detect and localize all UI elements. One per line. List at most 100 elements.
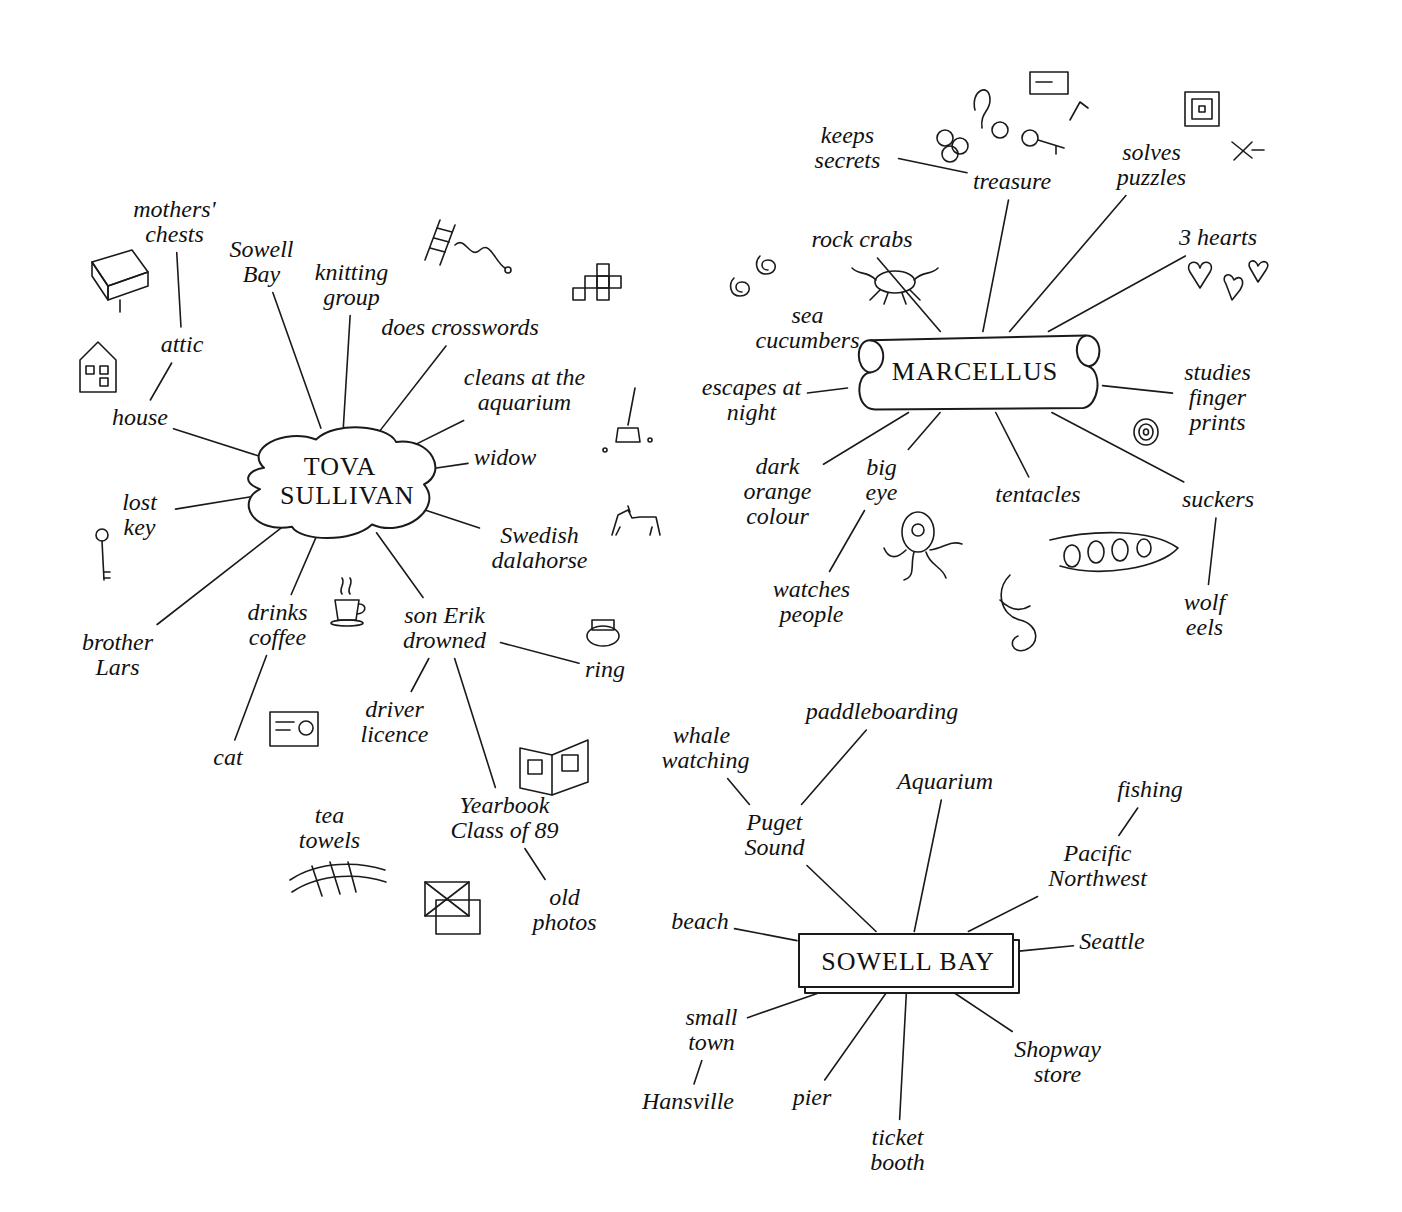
hearts-icon	[1189, 261, 1268, 300]
leader-line	[411, 659, 429, 692]
leader-line	[914, 800, 941, 932]
branch-label: beach	[671, 909, 730, 934]
key-icon	[96, 529, 110, 580]
node-shape	[248, 427, 435, 538]
leader-line	[900, 993, 907, 1120]
branch-label: knitting group	[297, 260, 407, 310]
leader-line	[968, 897, 1037, 932]
leader-line	[343, 316, 350, 427]
branch-label: wolf eels	[1175, 590, 1235, 640]
suckers-icon	[1050, 533, 1178, 572]
branch-label: Shopway store	[1013, 1037, 1103, 1087]
leader-line	[825, 993, 887, 1081]
house-icon	[80, 342, 116, 392]
leader-line	[291, 535, 317, 594]
leader-line	[501, 643, 580, 664]
branch-label: tea towels	[295, 803, 365, 853]
branch-label: whale watching	[662, 723, 742, 773]
branch-label: cat	[213, 745, 244, 770]
branch-label: lost key	[110, 490, 170, 540]
branch-label: rock crabs	[811, 227, 914, 252]
node-text: SOWELL BAY	[821, 948, 995, 977]
branch-label: ticket booth	[858, 1125, 938, 1175]
node-text: MARCELLUS	[892, 358, 1059, 387]
knitting-icon	[425, 220, 511, 273]
leader-line	[954, 993, 1013, 1032]
node-text: TOVA SULLIVAN	[280, 453, 400, 510]
treasure-icon	[937, 72, 1088, 162]
leader-line	[422, 509, 480, 528]
leader-line	[748, 993, 821, 1018]
leader-line	[176, 497, 250, 509]
leader-line	[728, 779, 750, 805]
branch-label: fishing	[1117, 777, 1184, 802]
leader-line	[807, 866, 876, 932]
sea-cucumber-icon	[731, 256, 776, 296]
leader-line	[379, 346, 446, 432]
leader-line	[1048, 256, 1185, 332]
octopus-eye-icon	[884, 512, 962, 580]
leader-line	[830, 511, 865, 572]
branch-label: pier	[792, 1085, 832, 1110]
dala-horse-icon	[612, 506, 660, 535]
node-shape	[870, 340, 883, 372]
branch-label: suckers	[1182, 487, 1255, 512]
leader-line	[273, 293, 321, 429]
coffee-cup-icon	[331, 578, 365, 626]
tentacle-curl-icon	[1000, 575, 1036, 651]
node-title: SOWELL BAY	[821, 948, 995, 977]
branch-label: treasure	[972, 169, 1052, 194]
frame-front	[799, 934, 1013, 987]
branch-label: sea cucumbers	[753, 303, 863, 353]
ring-icon	[587, 620, 619, 646]
branch-label: studies finger prints	[1178, 360, 1258, 436]
branch-label: escapes at night	[702, 375, 802, 425]
leader-line	[802, 730, 867, 805]
branch-label: Swedish dalahorse	[485, 523, 595, 573]
leader-line	[899, 158, 968, 172]
branch-label: Puget Sound	[740, 810, 810, 860]
photos-icon	[425, 882, 480, 934]
crab-icon	[852, 268, 938, 304]
leader-line	[1103, 386, 1173, 393]
branch-label: son Erik drowned	[395, 603, 495, 653]
leader-line	[377, 533, 424, 598]
fingerprint-icon	[1134, 419, 1158, 445]
branch-label: Seattle	[1079, 929, 1146, 954]
yearbook-icon	[520, 740, 588, 795]
branch-label: house	[112, 405, 169, 430]
branch-label: paddleboarding	[805, 699, 959, 724]
leader-line	[1119, 808, 1138, 836]
leader-line	[525, 849, 545, 880]
leader-line	[908, 413, 940, 450]
leader-line	[808, 388, 848, 393]
branch-label: ring	[584, 657, 626, 682]
branch-label: dark orange colour	[738, 454, 818, 530]
node-shape	[1076, 335, 1088, 366]
leader-line	[983, 200, 1009, 332]
topic-node: TOVA SULLIVAN	[240, 423, 440, 540]
branch-label: widow	[473, 445, 537, 470]
branch-label: driver licence	[350, 697, 440, 747]
branch-label: Yearbook Class of 89	[450, 793, 560, 843]
branch-label: solves puzzles	[1107, 140, 1197, 190]
leader-line	[1052, 413, 1184, 483]
branch-label: Pacific Northwest	[1043, 841, 1153, 891]
maze-icon	[1185, 92, 1264, 160]
node-shape	[858, 335, 1099, 409]
leader-line	[996, 413, 1029, 478]
branch-label: tentacles	[995, 482, 1082, 507]
topic-node: MARCELLUS	[850, 334, 1101, 411]
branch-label: small town	[682, 1005, 742, 1055]
leader-line	[177, 253, 181, 328]
leader-line	[735, 929, 798, 941]
leader-line	[174, 429, 258, 456]
branch-label: attic	[160, 332, 204, 357]
branch-label: 3 hearts	[1179, 225, 1258, 250]
leader-line	[877, 258, 940, 332]
leader-line	[235, 656, 267, 741]
tea-towel-icon	[290, 862, 386, 896]
branch-label: keeps secrets	[803, 123, 893, 173]
branch-label: drinks coffee	[233, 600, 323, 650]
